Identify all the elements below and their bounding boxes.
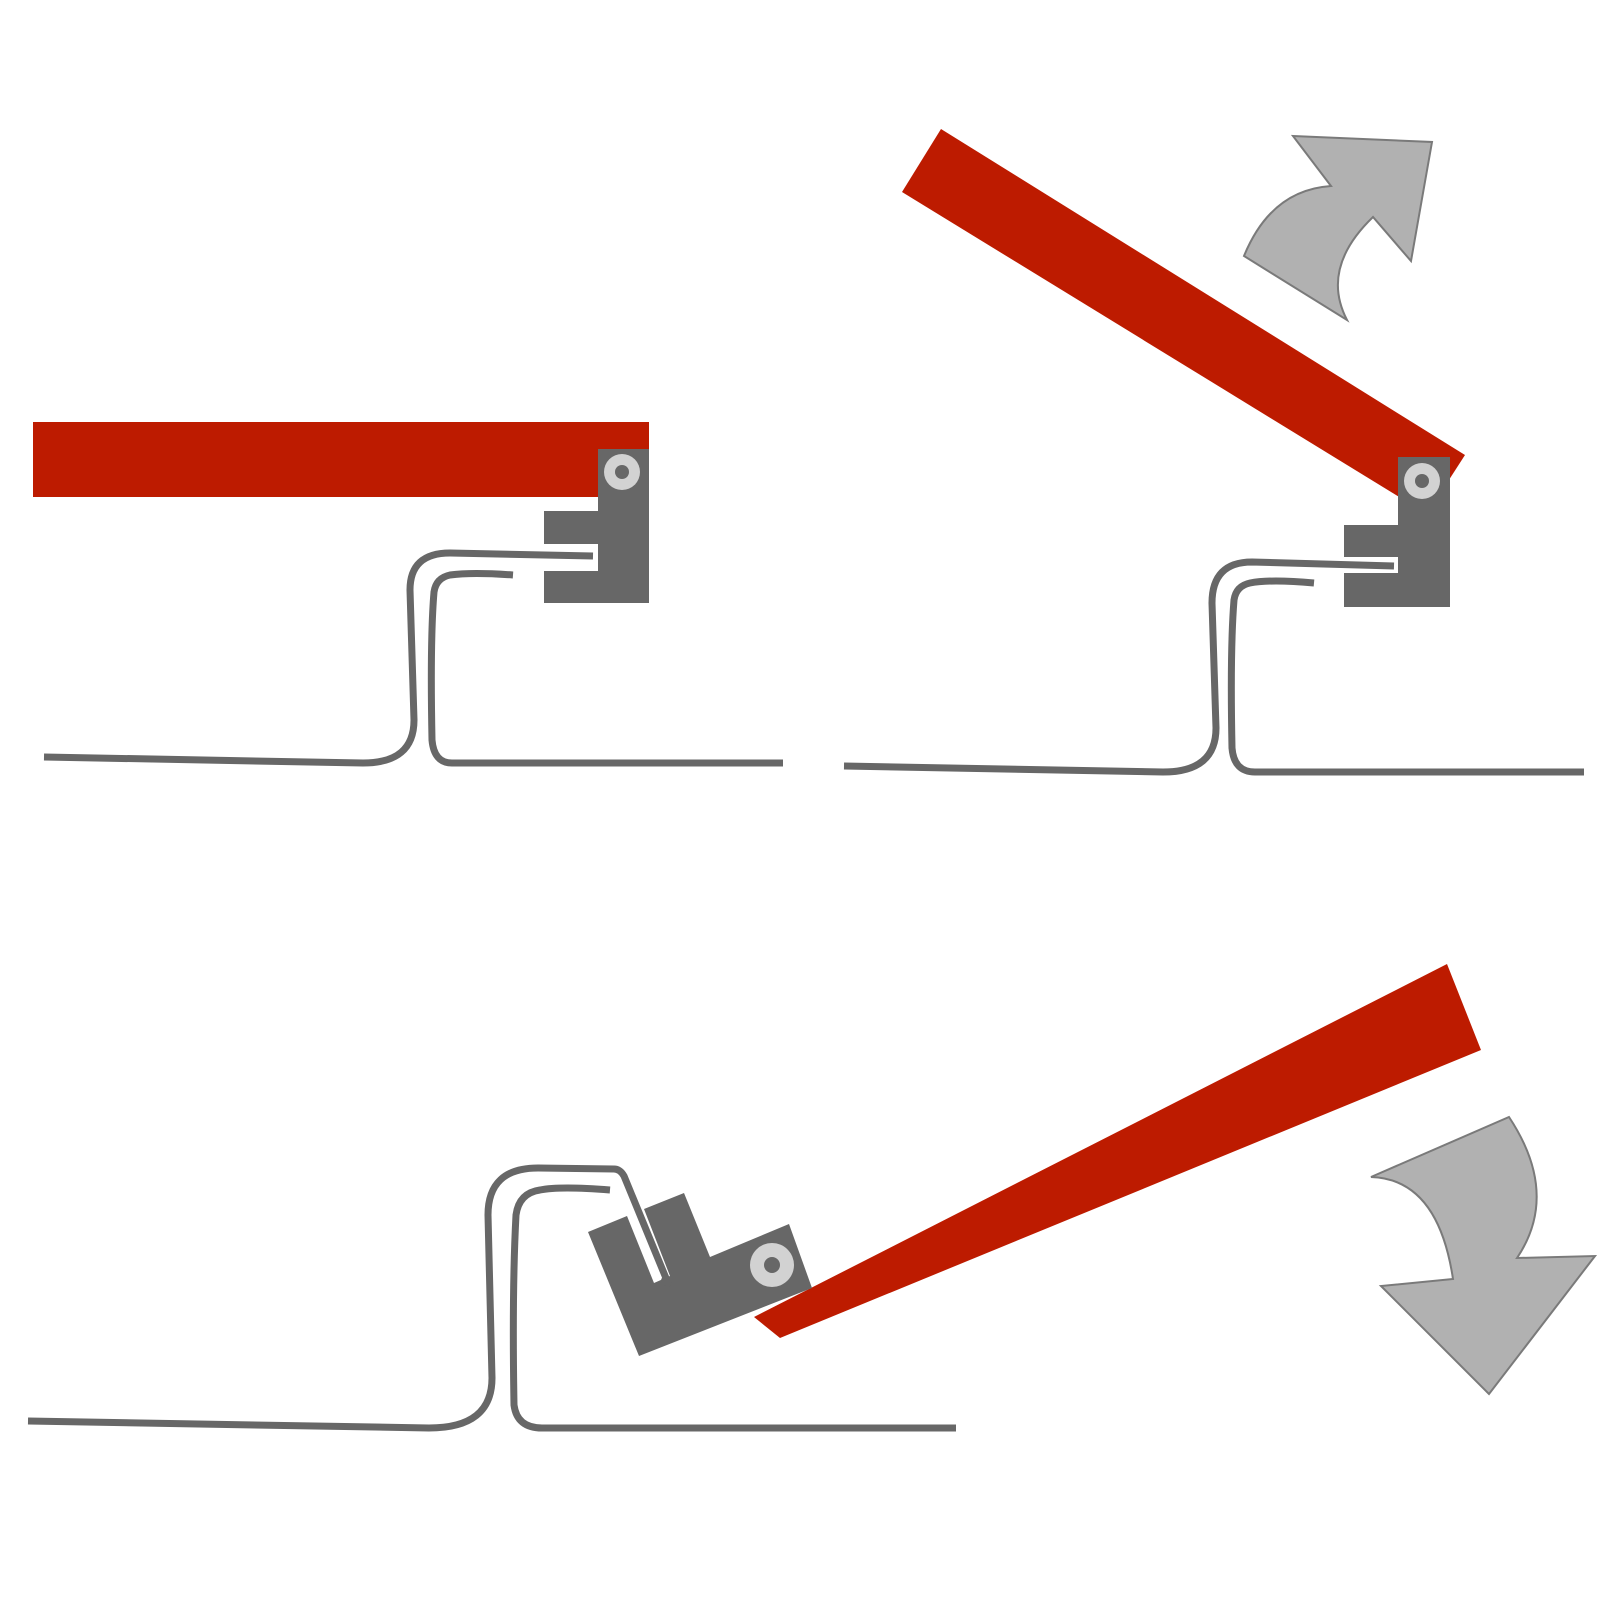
- curved-arrow-down-icon: [1370, 1115, 1598, 1396]
- red-beam: [902, 129, 1465, 514]
- panel-rotated: [27, 964, 1598, 1432]
- seam-inner-line: [509, 1184, 956, 1432]
- pivot-center: [764, 1257, 780, 1273]
- seam-outer-line: [43, 549, 594, 767]
- seam-outer-line: [27, 1164, 672, 1432]
- seam-inner-line: [1227, 577, 1584, 776]
- panel-lifting: [843, 129, 1584, 776]
- panel-closed: [33, 422, 783, 767]
- pivot-center: [615, 465, 629, 479]
- red-beam: [33, 422, 649, 497]
- clamp-block: [588, 1193, 812, 1356]
- seam-inner-line: [427, 570, 783, 767]
- pivot-center: [1415, 474, 1429, 488]
- red-beam: [754, 964, 1481, 1338]
- seam-outer-line: [843, 558, 1395, 776]
- curved-arrow-up-right-icon: [1242, 134, 1434, 323]
